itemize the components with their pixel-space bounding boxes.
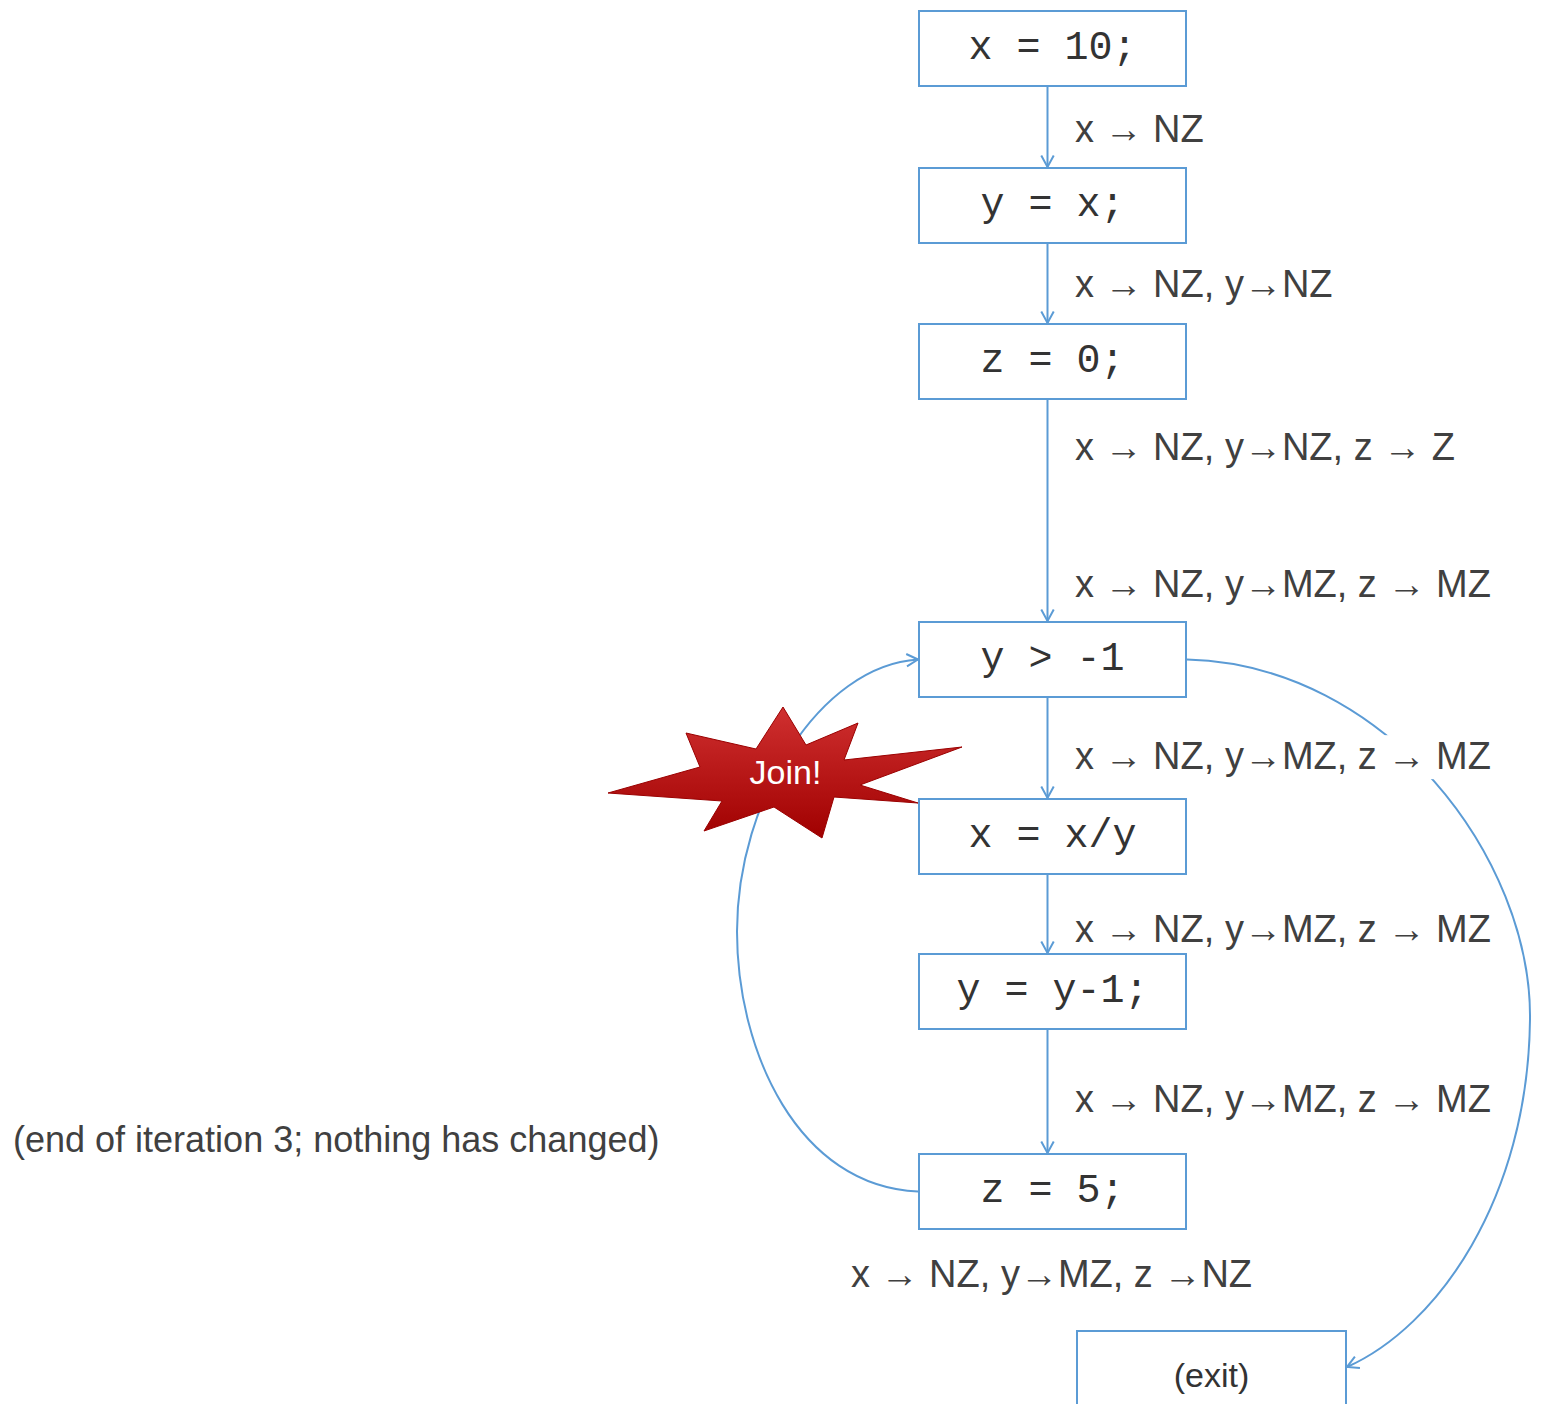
flow-arrow (1041, 1030, 1053, 1153)
flow-arrow (1041, 244, 1053, 323)
connector-line (1047, 875, 1049, 953)
arrowhead (1041, 312, 1053, 323)
starburst-outline (608, 707, 962, 838)
statement-text: x = x/y (968, 814, 1136, 859)
connector-line (1047, 698, 1049, 798)
annotation: (end of iteration 3; nothing has changed… (10, 1119, 662, 1160)
edge-label: x → NZ, y→MZ, z → MZ (1072, 735, 1494, 779)
annotation: x → NZ, y→MZ, z → MZ (1072, 563, 1494, 607)
annotation: x → NZ, y→MZ, z →NZ (848, 1253, 1255, 1297)
statement-box: y > -1 (918, 621, 1187, 698)
statement-box: x = x/y (918, 798, 1187, 875)
edge-label: x → NZ, y→MZ, z → MZ (1072, 1078, 1494, 1122)
edge-label: x → NZ, y→MZ, z → MZ (1072, 908, 1494, 952)
statement-text: (exit) (1174, 1356, 1250, 1395)
connector-line (1047, 1030, 1049, 1153)
exit-box: (exit) (1076, 1330, 1347, 1404)
connector-line (1047, 87, 1049, 167)
statement-box: z = 0; (918, 323, 1187, 400)
callout-text: Join! (750, 753, 822, 792)
flow-arrow (1041, 87, 1053, 167)
edge-label: x → NZ (1072, 108, 1207, 152)
statement-text: x = 10; (968, 26, 1136, 71)
edge-label: x → NZ, y→NZ, z → Z (1072, 426, 1458, 470)
flow-arrow (1041, 698, 1053, 798)
connector-line (1047, 244, 1049, 323)
arrowhead (906, 654, 918, 666)
arrowhead (1041, 610, 1053, 621)
arrowhead (1041, 942, 1053, 953)
statement-text: y = x; (980, 183, 1124, 228)
flow-arrow (737, 654, 918, 1192)
arrowhead (1347, 1357, 1360, 1368)
statement-box: y = y-1; (918, 953, 1187, 1030)
arrowhead (1041, 1142, 1053, 1153)
connector-line (1047, 400, 1049, 621)
arrowhead (1041, 156, 1053, 167)
statement-text: y = y-1; (956, 969, 1148, 1014)
statement-text: y > -1 (980, 637, 1124, 682)
statement-text: z = 5; (980, 1169, 1124, 1214)
flow-arrow (1041, 400, 1053, 621)
flow-arrow (1041, 875, 1053, 953)
statement-text: z = 0; (980, 339, 1124, 384)
arrowhead (1041, 787, 1053, 798)
statement-box: y = x; (918, 167, 1187, 244)
edge-label: x → NZ, y→NZ (1072, 263, 1336, 307)
statement-box: z = 5; (918, 1153, 1187, 1230)
join-starburst: Join! (608, 705, 963, 840)
statement-box: x = 10; (918, 10, 1187, 87)
